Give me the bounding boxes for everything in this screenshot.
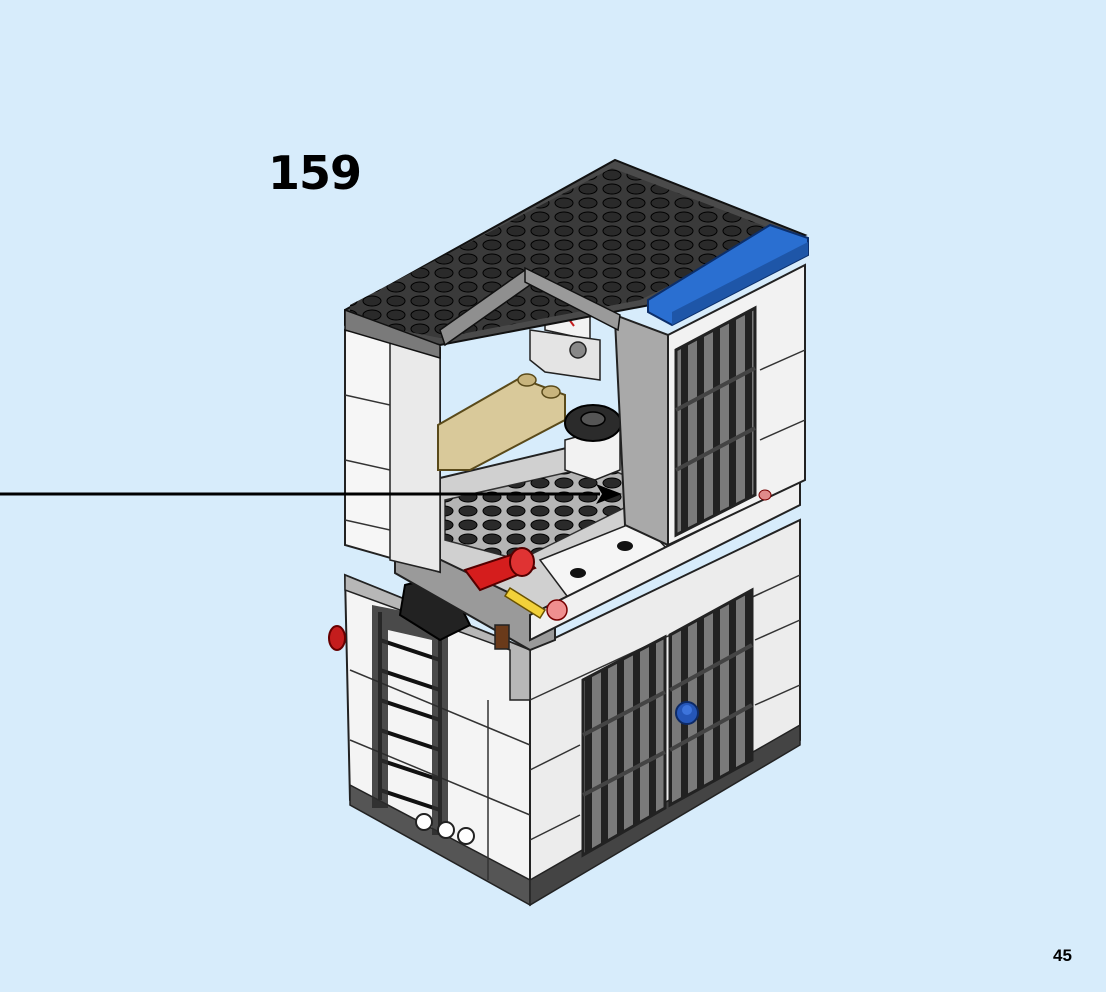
lower-jail-door-left: [581, 634, 667, 858]
red-side-knob: [328, 625, 346, 651]
page-number: 45: [1053, 946, 1072, 965]
red-tool: [463, 547, 568, 650]
placement-arrow: [0, 484, 622, 504]
step-number: 159: [268, 146, 362, 200]
upper-jail-door: [674, 305, 757, 538]
